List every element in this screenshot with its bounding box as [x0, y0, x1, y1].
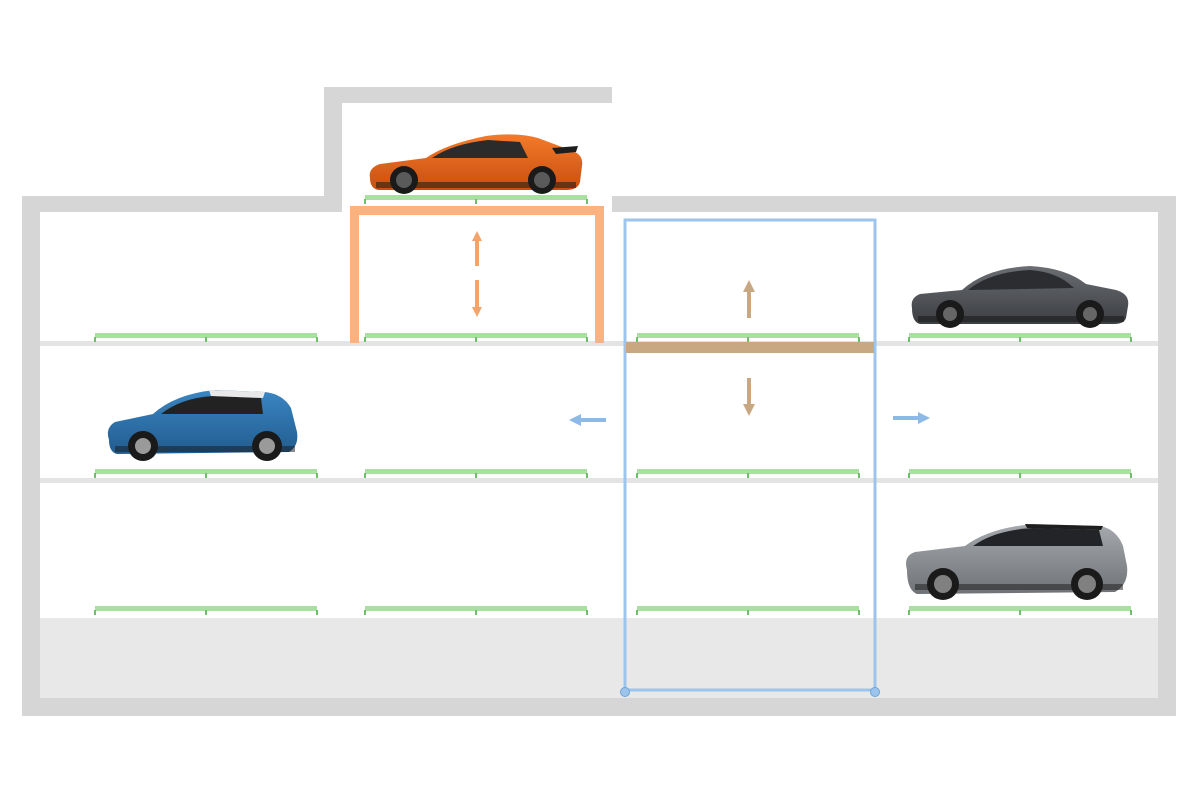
orange-sports-coupe	[369, 134, 583, 194]
pallet-l1-c3	[636, 333, 860, 342]
pallet-l2-c4	[908, 469, 1132, 478]
bottom-wall	[22, 698, 1176, 716]
left-wall	[22, 196, 40, 716]
shuttle-frame	[623, 218, 877, 692]
pallet-l1-c1	[94, 333, 318, 342]
transfer-platform	[626, 342, 874, 353]
car-lift	[350, 206, 604, 343]
floor-slabs	[40, 341, 1158, 483]
floor-slab-2	[40, 478, 1158, 483]
lift-top-beam	[350, 206, 604, 215]
pallet-l3-c4	[908, 606, 1132, 615]
pallet-entrance	[364, 195, 588, 204]
roof-left	[22, 196, 342, 212]
entrance-pillar	[324, 87, 342, 212]
pallet-l3-c2	[364, 606, 588, 615]
pit-area	[40, 618, 1158, 698]
pallet-l2-c1	[94, 469, 318, 478]
blue-hatchback	[107, 390, 298, 461]
pallet-l2-c3	[636, 469, 860, 478]
pallet-l2-c2	[364, 469, 588, 478]
pallet-l3-c3	[636, 606, 860, 615]
lift-left-post	[350, 206, 359, 343]
floor-slab-1	[40, 341, 1158, 346]
parked-cars	[107, 134, 1129, 600]
pallet-l3-c1	[94, 606, 318, 615]
pallet-l1-c2	[364, 333, 588, 342]
roof-right	[612, 196, 1176, 212]
pallet-l1-c4	[908, 333, 1132, 342]
building-structure	[22, 87, 1176, 716]
entrance-canopy	[324, 87, 612, 103]
transfer-shuttle	[569, 218, 930, 697]
silver-suv	[906, 524, 1128, 600]
grey-sedan	[911, 266, 1129, 328]
pallets	[94, 195, 1132, 615]
shuttle-wheel-left	[620, 687, 630, 697]
lift-right-post	[595, 206, 604, 343]
shuttle-wheel-right	[870, 687, 880, 697]
right-wall	[1158, 196, 1176, 716]
